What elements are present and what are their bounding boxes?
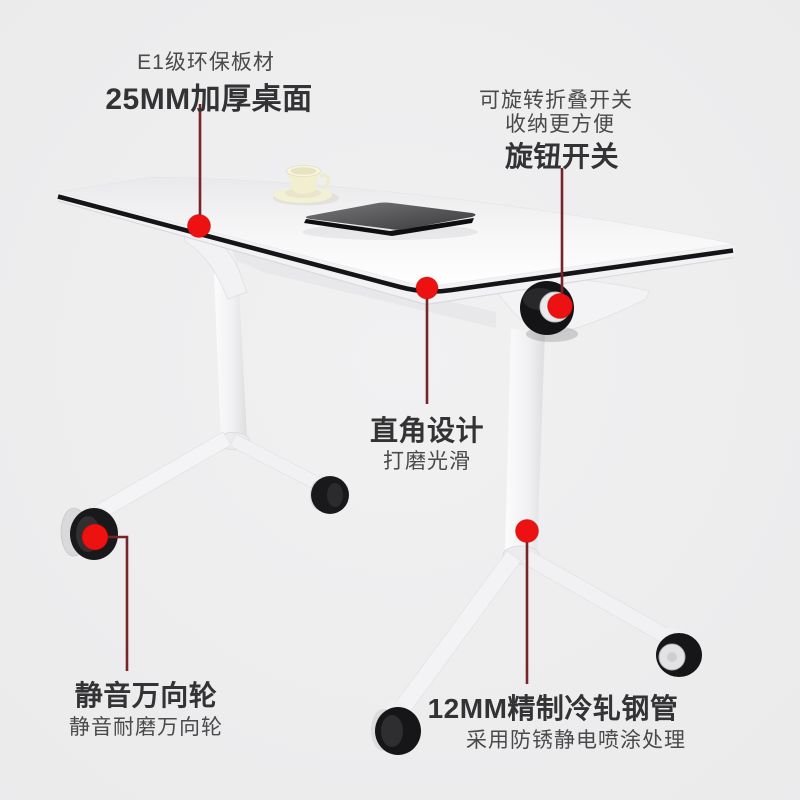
callout-bottom-right-subtitle: 采用防锈静电喷涂处理	[466, 729, 686, 752]
tabletop-edge-face	[58, 192, 735, 305]
callout-dot-steel-tube	[515, 519, 539, 543]
callout-dot-knob	[547, 293, 573, 319]
callout-dot-desktop	[187, 214, 211, 238]
right-leg-column	[505, 329, 545, 552]
callout-middle-subtitle: 打磨光滑	[383, 450, 471, 473]
callout-bottom-left-subtitle: 静音耐磨万向轮	[69, 716, 223, 739]
callout-dots	[81, 214, 573, 551]
caster-wheel-right-front	[371, 700, 421, 755]
callout-dot-wheel	[81, 523, 109, 551]
caster-wheel-right-back	[656, 627, 702, 677]
tablet-top	[305, 202, 476, 230]
left-leg-column	[213, 250, 247, 441]
caster-wheel-left-back	[310, 473, 349, 514]
tablet	[302, 202, 478, 240]
callout-top-right-line2: 收纳更方便	[505, 113, 615, 136]
callout-middle-title: 直角设计	[369, 415, 485, 446]
coffee-cup	[273, 165, 339, 206]
callout-top-left-title: 25MM加厚桌面	[105, 83, 313, 116]
callout-top-left-subtitle: E1级环保板材	[137, 51, 275, 74]
tablet-edge	[304, 218, 474, 236]
callout-bottom-right-title: 12MM精制冷轧钢管	[427, 693, 679, 724]
callout-top-right-line1: 可旋转折叠开关	[479, 89, 633, 112]
callout-dot-corner	[415, 276, 439, 300]
cup-handle	[319, 173, 331, 190]
callout-top-right-title: 旋钮开关	[504, 141, 620, 172]
right-leg	[371, 329, 702, 755]
left-leg	[60, 250, 349, 560]
under-frame-apron	[232, 250, 496, 328]
callout-bottom-left-title: 静音万向轮	[74, 680, 218, 711]
